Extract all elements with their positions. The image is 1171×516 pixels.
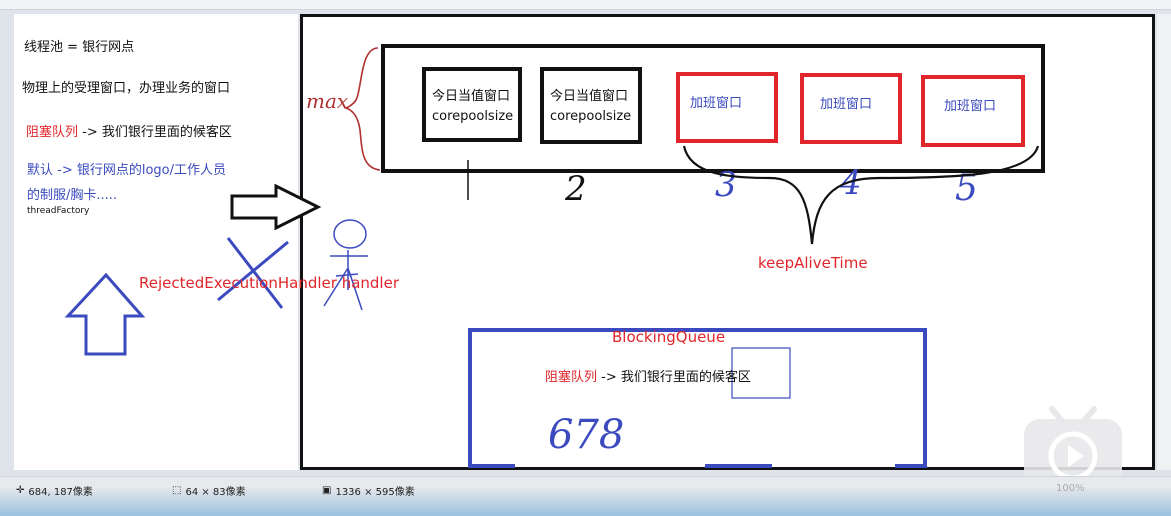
core-window-label: 今日当值窗口: [432, 89, 511, 104]
note-thread-factory: threadFactory: [27, 206, 90, 216]
extra-window-5: 加班窗口: [921, 75, 1025, 147]
extra-window-label: 加班窗口: [690, 96, 743, 111]
zoom-level[interactable]: 100%: [1056, 483, 1085, 494]
person-body: [323, 250, 368, 311]
selection-size-value: 64 × 83像素: [185, 487, 246, 498]
bank-window-frame: [381, 44, 1045, 173]
ribbon-toolbar: [0, 0, 1171, 10]
handwritten-2: 2: [564, 169, 587, 209]
image-size: ▣ 1336 × 595像素: [322, 483, 415, 498]
core-window-label: 今日当值窗口: [550, 89, 629, 104]
status-bar: ✛ 684, 187像素 ⬚ 64 × 83像素 ▣ 1336 × 595像素 …: [0, 476, 1171, 516]
queue-red-label: 阻塞队列: [545, 370, 598, 385]
note-line-3: 阻塞队列 -> 我们银行里面的候客区: [26, 121, 232, 140]
cursor-position: ✛ 684, 187像素: [16, 483, 93, 498]
notes-panel: 线程池 = 银行网点 物理上的受理窗口，办理业务的窗口 阻塞队列 -> 我们银行…: [14, 14, 298, 470]
x-stroke-1: [226, 237, 284, 309]
extra-window-label: 加班窗口: [820, 97, 873, 112]
core-pool-label: corepoolsize: [432, 109, 514, 124]
queue-rest-label: -> 我们银行里面的候客区: [597, 370, 751, 385]
right-arrow-icon: [230, 183, 322, 231]
max-brace: [343, 47, 381, 171]
person-head: [333, 219, 367, 249]
image-size-value: 1336 × 595像素: [335, 487, 415, 498]
core-window-2: 今日当值窗口 corepoolsize: [540, 67, 642, 144]
core-pool-label: corepoolsize: [550, 109, 632, 124]
keepalive-brace: [682, 145, 1040, 245]
note-line-3-rest: -> 我们银行里面的候客区: [78, 125, 232, 140]
queue-highlight-box: [731, 347, 791, 399]
rejected-handler-label: RejectedExecutionHandler handler: [139, 274, 399, 292]
handwritten-3: 3: [715, 165, 737, 205]
note-red-label: 阻塞队列: [26, 125, 79, 140]
image-size-icon: ▣: [322, 485, 332, 496]
handwritten-4: 4: [839, 163, 862, 203]
blocking-queue-frame: [468, 328, 927, 468]
handwritten-678: 678: [548, 412, 624, 458]
core-window-1: 今日当值窗口 corepoolsize: [422, 67, 522, 142]
extra-window-4: 加班窗口: [800, 73, 902, 144]
queue-note: 阻塞队列 -> 我们银行里面的候客区: [545, 366, 751, 385]
note-line-2: 物理上的受理窗口，办理业务的窗口: [22, 81, 231, 96]
up-arrow-icon: [64, 272, 146, 356]
zoom-value: 100%: [1056, 483, 1085, 494]
keepalive-label: keepAliveTime: [758, 254, 868, 272]
handwritten-max: max: [306, 89, 348, 113]
x-stroke-2: [217, 240, 289, 302]
extra-window-label: 加班窗口: [944, 99, 997, 114]
blocking-queue-label: BlockingQueue: [612, 328, 726, 346]
note-line-4a: 默认 -> 银行网点的logo/工作人员: [27, 163, 226, 178]
handwritten-5: 5: [955, 168, 978, 209]
crosshair-icon: ✛: [16, 485, 25, 496]
selection-size: ⬚ 64 × 83像素: [172, 483, 246, 498]
note-line-1: 线程池 = 银行网点: [24, 40, 135, 55]
vertical-scrollbar[interactable]: [1157, 14, 1171, 470]
status-bar-wave: [0, 487, 1171, 516]
drawing-canvas[interactable]: [300, 14, 1155, 470]
note-line-4b: 的制服/胸卡.....: [27, 188, 118, 203]
extra-window-3: 加班窗口: [676, 72, 778, 143]
cursor-position-value: 684, 187像素: [28, 487, 93, 498]
selection-icon: ⬚: [172, 485, 182, 496]
